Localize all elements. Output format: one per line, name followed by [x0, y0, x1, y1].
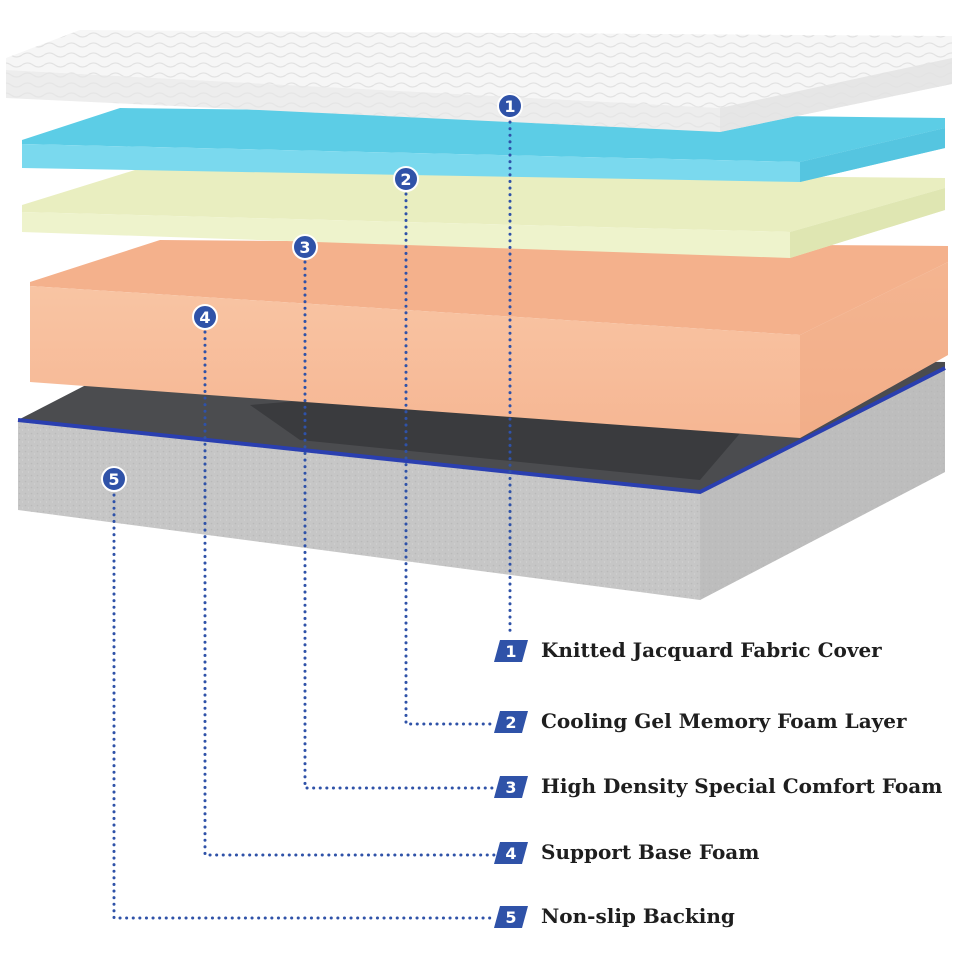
svg-text:1: 1 — [505, 642, 516, 661]
marker-5: 5 — [101, 466, 127, 492]
layer-3-comfort-foam — [22, 170, 945, 258]
marker-4: 4 — [192, 304, 218, 330]
number-badge-icon: 3 — [494, 776, 528, 798]
svg-text:4: 4 — [199, 308, 210, 327]
svg-text:3: 3 — [299, 238, 310, 257]
svg-text:2: 2 — [505, 713, 516, 732]
layer-label-backing: Non-slip Backing — [541, 904, 735, 928]
svg-text:5: 5 — [108, 470, 119, 489]
leader-lines — [112, 120, 512, 920]
svg-text:4: 4 — [505, 844, 516, 863]
label-badges: 1 2 3 4 5 — [494, 640, 528, 928]
svg-text:3: 3 — [505, 778, 516, 797]
layer-label-cover: Knitted Jacquard Fabric Cover — [541, 638, 882, 662]
marker-2: 2 — [393, 166, 419, 192]
layer-label-comfort-foam: High Density Special Comfort Foam — [541, 774, 943, 798]
marker-3: 3 — [292, 234, 318, 260]
leader-line-5 — [112, 493, 496, 920]
layer-markers: 1 2 3 4 5 — [101, 93, 523, 492]
layer-label-base-foam: Support Base Foam — [541, 840, 760, 864]
layer-1-cover — [6, 30, 952, 132]
svg-text:2: 2 — [400, 170, 411, 189]
leader-line-4 — [203, 330, 496, 857]
layer-4-base-foam — [30, 240, 948, 438]
svg-text:1: 1 — [504, 97, 515, 116]
svg-text:5: 5 — [505, 908, 516, 927]
leader-line-3 — [303, 260, 496, 790]
number-badge-icon: 5 — [494, 906, 528, 928]
marker-1: 1 — [497, 93, 523, 119]
leader-line-2 — [404, 192, 496, 726]
number-badge-icon: 4 — [494, 842, 528, 864]
number-badge-icon: 1 — [494, 640, 528, 662]
number-badge-icon: 2 — [494, 711, 528, 733]
layer-label-gel-foam: Cooling Gel Memory Foam Layer — [541, 709, 907, 733]
